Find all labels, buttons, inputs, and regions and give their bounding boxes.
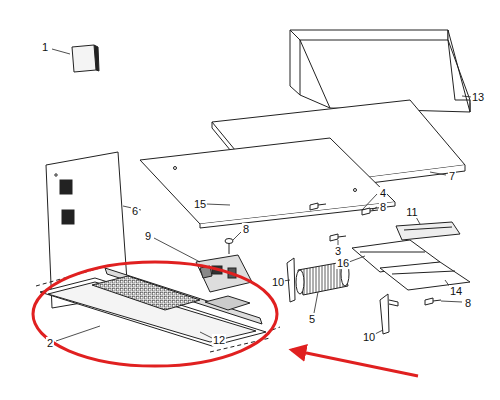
part-9 [225,239,233,255]
part-1 [72,45,99,72]
callout-number: 8 [242,223,250,235]
highlight [33,262,418,376]
callout-number: 4 [379,187,387,199]
callout-number: 3 [334,245,342,257]
callout-number: 16 [336,257,350,269]
part-2 [40,268,266,346]
callout-number: 11 [405,206,418,218]
callout-number: 8 [464,297,472,309]
callout-number: 7 [448,170,456,182]
part-3 [196,255,252,292]
callout-number: 9 [144,230,152,242]
callout-number: 15 [193,198,207,210]
callout-number: 1 [41,41,49,53]
callout-number: 6 [131,205,139,217]
callout-number: 13 [471,91,485,103]
part-8 [310,203,441,305]
part-11 [396,222,460,240]
part-13 [290,30,470,112]
callout-number: 10 [362,331,376,343]
callout-number: 5 [308,313,316,325]
callout-number: 10 [271,276,285,288]
callout-number: 8 [379,201,387,213]
part-15 [140,138,395,228]
callout-number: 2 [46,337,54,349]
callout-number: 12 [212,334,226,346]
callout-number: 14 [449,285,463,297]
